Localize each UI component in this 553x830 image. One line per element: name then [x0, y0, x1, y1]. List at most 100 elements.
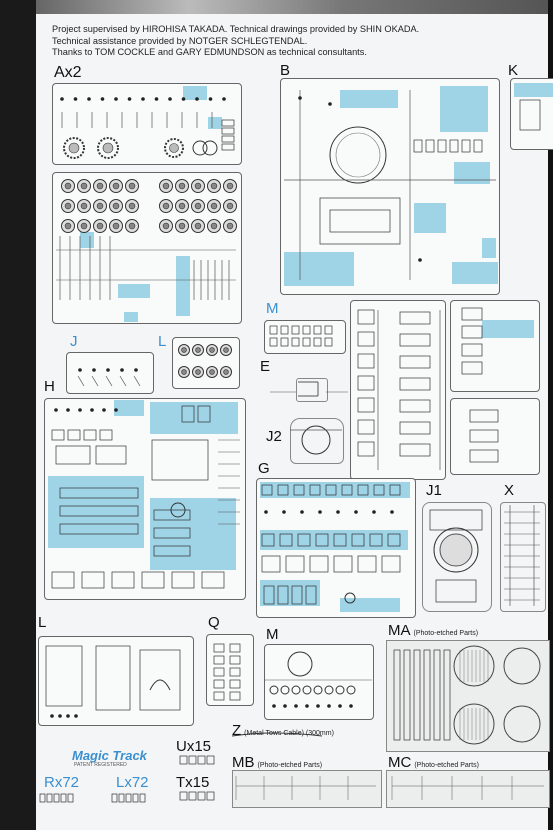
small-part — [222, 97, 226, 101]
small-part — [282, 510, 286, 514]
part-outline — [59, 523, 139, 535]
label-l-blue: L — [158, 333, 167, 350]
part-outline — [179, 755, 188, 765]
wheel-hub — [181, 347, 187, 353]
part-outline — [229, 691, 241, 701]
part-outline — [319, 197, 401, 245]
part-outline — [141, 571, 165, 589]
part-outline — [399, 421, 431, 435]
part-outline — [261, 484, 273, 496]
part-outline — [206, 755, 215, 765]
part-outline — [305, 585, 317, 605]
part-outline — [389, 484, 401, 496]
part-outline — [201, 571, 225, 589]
part-outline — [399, 355, 431, 369]
part-outline — [357, 331, 375, 347]
part-outline — [357, 397, 375, 413]
small-part — [208, 97, 213, 101]
label-ma-letters: MA — [388, 622, 411, 639]
sprue-ax2-lower — [52, 172, 242, 324]
pe-fret-mb — [232, 770, 382, 808]
part-outline — [261, 533, 275, 547]
part-outline — [95, 645, 131, 711]
part-outline — [399, 311, 431, 325]
sprue-k-right — [450, 300, 540, 392]
highlight-cell — [482, 320, 534, 338]
label-m: M — [266, 626, 279, 643]
small-part — [195, 97, 199, 101]
small-ring — [302, 685, 312, 695]
wheel-hub — [80, 222, 88, 230]
part-outline — [55, 445, 91, 465]
sprocket-hub — [102, 142, 114, 154]
part-outline — [279, 533, 293, 547]
part-outline — [357, 309, 375, 325]
part-outline — [469, 449, 499, 463]
wheel-hub — [96, 222, 104, 230]
part-outline — [221, 143, 235, 151]
small-part — [134, 368, 138, 372]
part-outline — [221, 135, 235, 143]
label-ma: MA(Photo-etched Parts) — [388, 622, 478, 639]
sprocket-part — [97, 137, 119, 159]
part-outline — [153, 527, 191, 539]
small-part — [264, 510, 268, 514]
wheel-hub — [210, 182, 218, 190]
highlight-cell — [284, 252, 354, 286]
wheel-hub — [209, 347, 215, 353]
part-outline — [53, 793, 60, 803]
turret-ring-inner — [439, 533, 473, 567]
pe-grille — [453, 703, 495, 745]
part-outline — [81, 571, 105, 589]
highlight-cell — [454, 162, 490, 184]
part-outline — [153, 545, 191, 557]
wheel-hub — [96, 182, 104, 190]
pe-grille — [453, 645, 495, 687]
small-part — [272, 704, 276, 708]
wheel-hub — [195, 347, 201, 353]
label-mc-note: (Photo-etched Parts) — [414, 762, 479, 769]
label-z-letter: Z — [232, 722, 242, 739]
sprue-e — [296, 378, 328, 402]
part-outline — [309, 484, 321, 496]
small-part — [300, 510, 304, 514]
part-outline — [181, 405, 195, 423]
small-part — [92, 368, 96, 372]
label-z-note: (Metal Tows Cable) (300mm) — [244, 730, 334, 737]
small-part — [327, 704, 331, 708]
part-outline — [111, 793, 118, 803]
magic-track-logo: Magic Track — [72, 748, 147, 763]
part-outline — [473, 139, 483, 153]
part-outline — [171, 571, 195, 589]
part-outline — [99, 429, 113, 441]
brand-tagline: PATENT REGISTERED — [74, 762, 127, 768]
part-outline — [67, 793, 74, 803]
part-outline — [59, 505, 139, 517]
small-part — [114, 408, 118, 412]
wheel-hub — [96, 202, 104, 210]
label-mb: MB(Photo-etched Parts) — [232, 754, 322, 771]
wheel-hub — [128, 182, 136, 190]
part-outline — [381, 555, 401, 573]
part-outline — [461, 139, 471, 153]
wheel-hub — [64, 202, 72, 210]
part-outline — [469, 409, 499, 423]
small-part — [127, 97, 132, 101]
part-outline — [197, 755, 206, 765]
credits-block: Project supervised by HIROHISA TAKADA. T… — [52, 24, 419, 59]
small-part — [181, 97, 186, 101]
label-j: J — [70, 333, 78, 350]
part-outline — [153, 509, 191, 521]
wheel-hub — [195, 369, 201, 375]
part-outline — [285, 555, 305, 573]
small-part — [60, 97, 64, 101]
small-part — [66, 714, 70, 718]
part-outline — [313, 337, 322, 347]
part-outline — [413, 139, 423, 153]
wheel-hub — [223, 347, 229, 353]
part-outline — [213, 691, 225, 701]
part-outline — [229, 667, 241, 677]
small-part — [336, 510, 340, 514]
wheel-hub — [80, 202, 88, 210]
